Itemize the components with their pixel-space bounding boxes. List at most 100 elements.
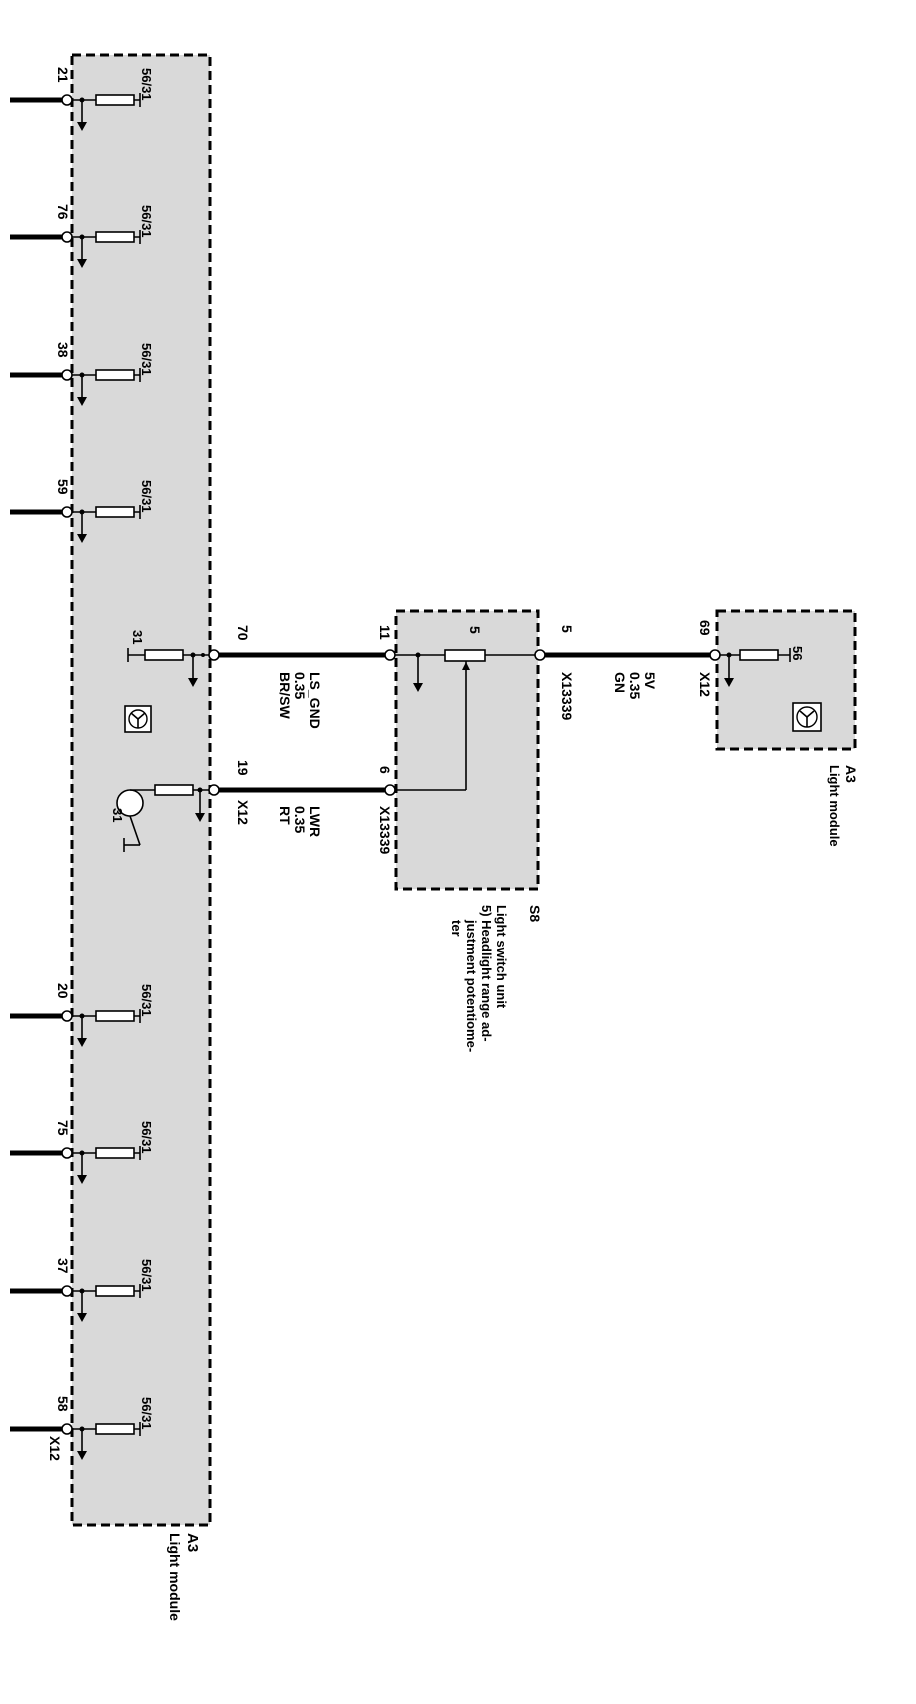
s8-line-2: 5) Headlight range ad- bbox=[479, 905, 494, 1042]
output-terminal-label: 56/31 bbox=[139, 480, 154, 513]
resistor-icon bbox=[95, 369, 135, 381]
resistor-icon bbox=[95, 94, 135, 106]
x13339-label-bottom: X13339 bbox=[377, 806, 393, 854]
a3-transistor-driver: 31 bbox=[110, 784, 212, 852]
ground-arrow-icon bbox=[77, 1175, 87, 1184]
output-channel-37: 37 56/31 bbox=[10, 1258, 154, 1322]
s8-potentiometer: 5 bbox=[392, 626, 540, 791]
output-pin-connector bbox=[61, 506, 73, 518]
pin-69-connector bbox=[709, 649, 721, 661]
a3-main-name: Light module bbox=[167, 1533, 183, 1621]
a3-small-code: A3 bbox=[843, 765, 859, 783]
pin-19-connector bbox=[208, 784, 220, 796]
output-channel-20: 20 56/31 bbox=[10, 983, 154, 1047]
output-pin-connector bbox=[61, 1423, 73, 1435]
s8-line-4: ter bbox=[449, 920, 464, 937]
ground-arrow-icon bbox=[77, 1038, 87, 1047]
output-channel-75: 75 56/31 bbox=[10, 1120, 154, 1184]
pin-70-connector bbox=[208, 649, 220, 661]
output-terminal-label: 56/31 bbox=[139, 1121, 154, 1154]
a3-internal-ground-row: 31 bbox=[127, 630, 212, 687]
output-pin-label: 21 bbox=[55, 67, 71, 83]
x12-label-bottom: X12 bbox=[47, 1436, 63, 1461]
ground-arrow-icon bbox=[724, 678, 734, 687]
output-channel-58: 58 56/31 bbox=[10, 1396, 154, 1460]
wiper-arrow-icon bbox=[462, 662, 470, 670]
output-pin-label: 76 bbox=[55, 204, 71, 220]
output-pin-connector bbox=[61, 231, 73, 243]
output-pin-label: 37 bbox=[55, 1258, 71, 1274]
wire-lwr-size: 0.35 bbox=[292, 806, 308, 833]
ground-arrow-icon bbox=[413, 683, 423, 692]
resistor-icon bbox=[95, 231, 135, 243]
wire-lwr-color: RT bbox=[277, 806, 293, 825]
pin-5-connector bbox=[534, 649, 546, 661]
output-pin-label: 20 bbox=[55, 983, 71, 999]
ground-arrow-icon bbox=[77, 397, 87, 406]
resistor-icon bbox=[95, 1423, 135, 1435]
x13339-label-top: X13339 bbox=[559, 672, 575, 720]
ground-label-31-top: 31 bbox=[130, 630, 145, 644]
output-terminal-label: 56/31 bbox=[139, 1259, 154, 1292]
output-pin-label: 38 bbox=[55, 342, 71, 358]
output-pin-connector bbox=[61, 369, 73, 381]
ground-arrow-icon bbox=[77, 259, 87, 268]
wire-5v-color: GN bbox=[612, 672, 628, 693]
ground-arrow-icon bbox=[77, 534, 87, 543]
pin-70-label: 70 bbox=[235, 625, 251, 641]
output-terminal-label: 56/31 bbox=[139, 343, 154, 376]
pin-19-label: 19 bbox=[235, 760, 251, 776]
ground-arrow-icon bbox=[77, 1313, 87, 1322]
pot-pin-label: 5 bbox=[467, 626, 483, 634]
ground-arrow-icon bbox=[195, 813, 205, 822]
x12-label-small: X12 bbox=[697, 672, 713, 697]
ground-arrow-icon bbox=[188, 678, 198, 687]
resistor-icon bbox=[95, 506, 135, 518]
wire-lwr-signal: LWR bbox=[307, 806, 323, 837]
a3-light-module-small-box bbox=[715, 609, 857, 751]
wire-ls-gnd-size: 0.35 bbox=[292, 672, 308, 699]
ground-label-31-bottom: 31 bbox=[110, 808, 125, 822]
resistor-icon bbox=[95, 1010, 135, 1022]
x12-label-middle: X12 bbox=[235, 800, 251, 825]
wire-5v-signal: 5V bbox=[642, 672, 658, 690]
pin-69-label: 69 bbox=[697, 620, 713, 636]
s8-code: S8 bbox=[527, 905, 543, 922]
pin-11-label: 11 bbox=[377, 625, 393, 640]
ground-arrow-icon bbox=[77, 122, 87, 131]
pin-5-label: 5 bbox=[559, 625, 575, 633]
pin-6-connector bbox=[384, 784, 396, 796]
wire-ls-gnd-color: BR/SW bbox=[277, 672, 293, 719]
output-terminal-label: 56/31 bbox=[139, 984, 154, 1017]
output-channel-38: 38 56/31 bbox=[10, 342, 154, 406]
output-pin-label: 75 bbox=[55, 1120, 71, 1136]
output-terminal-label: 56/31 bbox=[139, 68, 154, 101]
pin-11-connector bbox=[384, 649, 396, 661]
s8-line-3: justment potentiome- bbox=[464, 919, 479, 1052]
potentiometer-resistor-icon bbox=[444, 649, 486, 662]
output-channel-21: 21 56/31 bbox=[10, 67, 154, 131]
ground-arrow-icon bbox=[77, 1451, 87, 1460]
small-module-terminal: 56 bbox=[790, 646, 805, 660]
a3-small-name: Light module bbox=[827, 765, 842, 847]
wire-5v-size: 0.35 bbox=[627, 672, 643, 699]
output-pin-connector bbox=[61, 1010, 73, 1022]
pin-6-label: 6 bbox=[377, 766, 393, 774]
resistor-icon bbox=[95, 1147, 135, 1159]
a3-main-code: A3 bbox=[184, 1533, 201, 1552]
a3-control-unit-symbol bbox=[124, 705, 152, 733]
s8-line-1: Light switch unit bbox=[494, 905, 509, 1009]
wire-ls-gnd-signal: LS_GND bbox=[307, 672, 323, 729]
output-pin-label: 59 bbox=[55, 479, 71, 495]
output-pin-connector bbox=[61, 1285, 73, 1297]
output-pin-connector bbox=[61, 1147, 73, 1159]
a3-small-internals: 56 bbox=[718, 646, 822, 732]
output-pin-connector bbox=[61, 94, 73, 106]
output-channel-59: 59 56/31 bbox=[10, 479, 154, 543]
output-terminal-label: 56/31 bbox=[139, 1397, 154, 1430]
resistor-icon bbox=[95, 1285, 135, 1297]
output-pin-label: 58 bbox=[55, 1396, 71, 1412]
